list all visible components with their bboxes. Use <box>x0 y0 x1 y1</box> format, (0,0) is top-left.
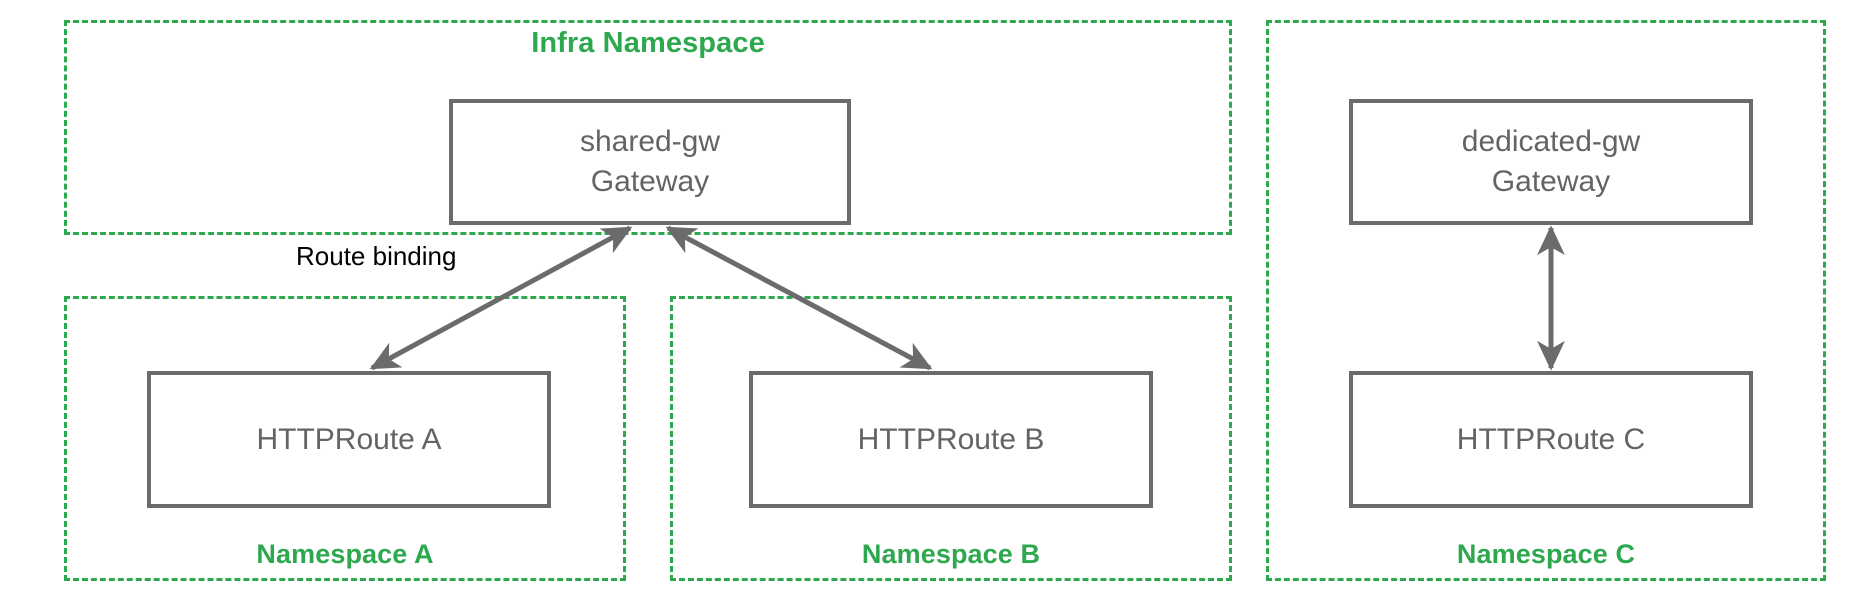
edge-label-route-binding: Route binding <box>296 241 457 271</box>
node-dedicated-gw-kind: Gateway <box>1491 165 1611 198</box>
node-httproute-a[interactable]: HTTPRoute A <box>147 371 551 508</box>
namespace-container-a <box>64 296 626 581</box>
node-httproute-a-label: HTTPRoute A <box>256 422 442 456</box>
node-httproute-c-label: HTTPRoute C <box>1456 422 1646 456</box>
namespace-label-infra: Infra Namespace <box>531 27 765 59</box>
namespace-label-b: Namespace B <box>861 539 1041 569</box>
node-httproute-c[interactable]: HTTPRoute C <box>1349 371 1753 508</box>
namespace-container-c <box>1266 20 1826 581</box>
node-shared-gw[interactable]: shared-gw Gateway <box>449 99 851 225</box>
node-shared-gw-kind: Gateway <box>590 165 710 198</box>
namespace-label-c: Namespace C <box>1456 539 1636 569</box>
node-httproute-b[interactable]: HTTPRoute B <box>749 371 1153 508</box>
node-dedicated-gw[interactable]: dedicated-gw Gateway <box>1349 99 1753 225</box>
namespace-container-b <box>670 296 1232 581</box>
node-shared-gw-text: shared-gw Gateway <box>580 122 720 201</box>
node-dedicated-gw-name: dedicated-gw <box>1461 125 1641 159</box>
node-httproute-b-label: HTTPRoute B <box>857 422 1045 456</box>
namespace-container-infra <box>64 20 1232 235</box>
node-dedicated-gw-text: dedicated-gw Gateway <box>1462 122 1640 201</box>
namespace-label-a: Namespace A <box>256 539 434 569</box>
node-shared-gw-name: shared-gw <box>579 125 721 159</box>
